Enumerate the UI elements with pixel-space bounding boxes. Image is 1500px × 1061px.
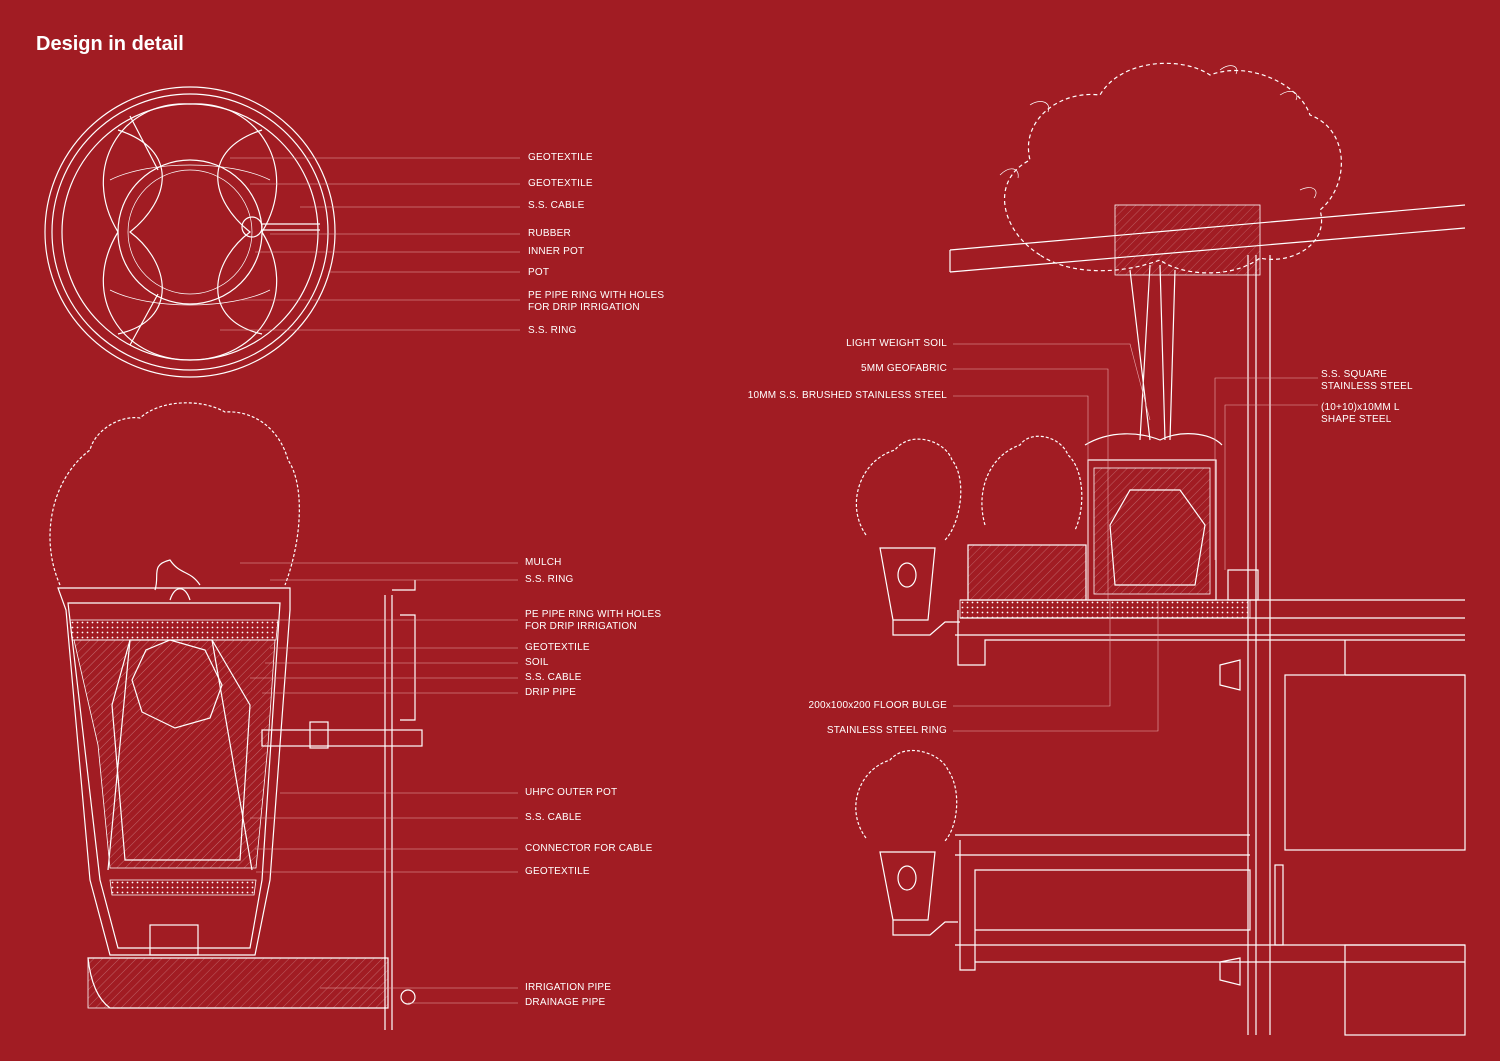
plan-label-geotextile-2: GEOTEXTILE bbox=[528, 178, 593, 189]
section-label-geotextile-1: GEOTEXTILE bbox=[525, 642, 590, 653]
plan-label-pot: POT bbox=[528, 267, 550, 278]
balcony-label-ss-square: S.S. SQUARE STAINLESS STEEL bbox=[1321, 369, 1413, 392]
plan-label-inner-pot: INNER POT bbox=[528, 246, 585, 257]
section-label-ss-ring: S.S. RING bbox=[525, 574, 574, 585]
section-label-connector: CONNECTOR FOR CABLE bbox=[525, 843, 653, 854]
balcony-label-floor-bulge: 200x100x200 FLOOR BULGE bbox=[808, 700, 947, 711]
section-label-irrigation-pipe: IRRIGATION PIPE bbox=[525, 982, 612, 993]
section-label-ss-cable-2: S.S. CABLE bbox=[525, 812, 582, 823]
section-label-uhpc-outer-pot: UHPC OUTER POT bbox=[525, 787, 618, 798]
balcony-label-light-weight-soil: LIGHT WEIGHT SOIL bbox=[846, 338, 947, 349]
section-label-ss-cable-1: S.S. CABLE bbox=[525, 672, 582, 683]
balcony-section-view bbox=[855, 62, 1466, 1036]
page-title: Design in detail bbox=[36, 33, 184, 55]
balcony-label-geofabric: 5MM GEOFABRIC bbox=[861, 363, 947, 374]
section-label-mulch: MULCH bbox=[525, 557, 562, 568]
plan-label-ss-ring: S.S. RING bbox=[528, 325, 577, 336]
section-label-pe-pipe-ring: PE PIPE RING WITH HOLES FOR DRIP IRRIGAT… bbox=[525, 609, 662, 632]
plan-label-pe-pipe-ring: PE PIPE RING WITH HOLES FOR DRIP IRRIGAT… bbox=[528, 290, 665, 313]
section-label-drip-pipe: DRIP PIPE bbox=[525, 687, 577, 698]
balcony-label-brushed-steel: 10MM S.S. BRUSHED STAINLESS STEEL bbox=[747, 390, 947, 401]
pot-section-view bbox=[49, 402, 518, 1030]
plan-label-geotextile-1: GEOTEXTILE bbox=[528, 152, 593, 163]
balcony-label-l-shape-steel: (10+10)x10MM L SHAPE STEEL bbox=[1321, 402, 1400, 425]
section-label-soil: SOIL bbox=[525, 657, 549, 668]
plan-label-rubber: RUBBER bbox=[528, 228, 571, 239]
plan-label-ss-cable: S.S. CABLE bbox=[528, 200, 585, 211]
section-label-drainage-pipe: DRAINAGE PIPE bbox=[525, 997, 606, 1008]
section-label-geotextile-2: GEOTEXTILE bbox=[525, 866, 590, 877]
balcony-label-stainless-ring: STAINLESS STEEL RING bbox=[826, 725, 947, 736]
pot-plan-view bbox=[44, 86, 520, 378]
